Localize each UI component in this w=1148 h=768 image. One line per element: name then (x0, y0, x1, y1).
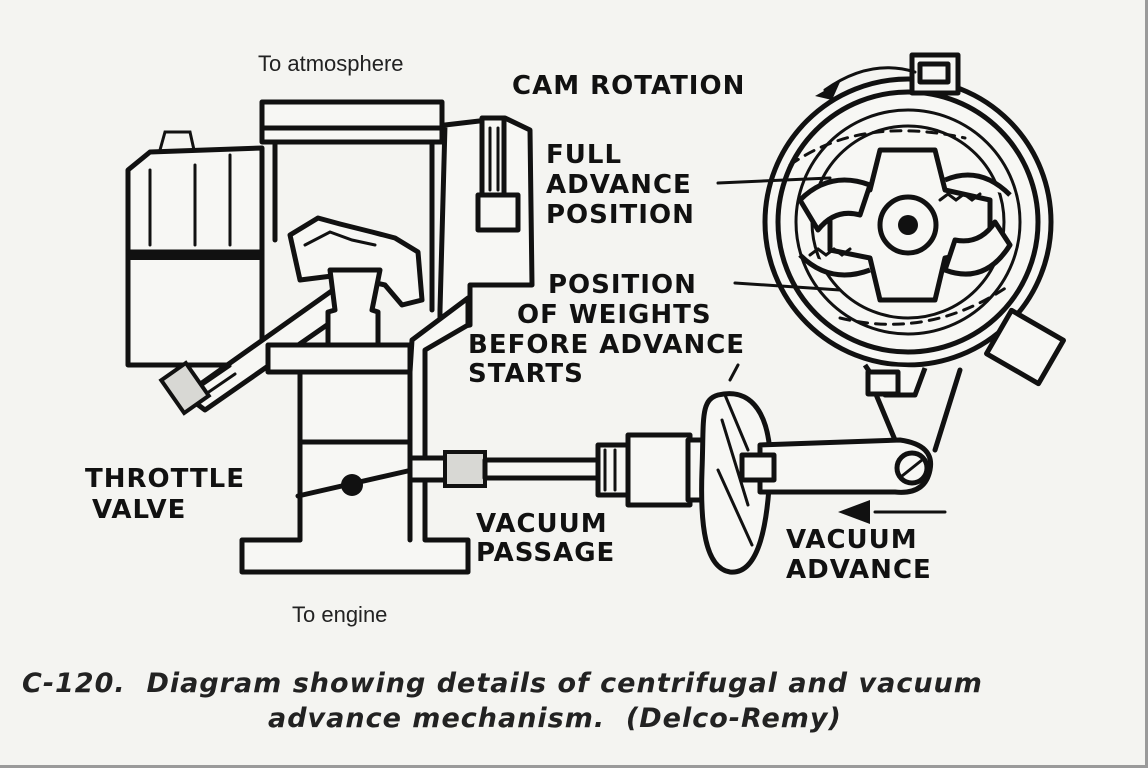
caption-line2: advance mechanism. (Delco-Remy) (268, 703, 842, 734)
weights-label-line4: STARTS (468, 359, 584, 389)
full-advance-label-line3: POSITION (546, 200, 695, 230)
throttle-valve-label-line1: THROTTLE (85, 464, 245, 494)
weights-label-line3: BEFORE ADVANCE (468, 330, 745, 360)
weights-label-line1: POSITION (548, 270, 697, 300)
carburetor (125, 99, 535, 575)
weights-label-line2: OF WEIGHTS (517, 300, 712, 330)
vacuum-line (482, 432, 709, 508)
full-advance-label-line1: FULL (546, 140, 622, 170)
to-engine-label: To engine (292, 602, 387, 627)
distributor (762, 52, 1066, 398)
vacuum-passage-label-line2: PASSAGE (476, 538, 615, 568)
caption-line1: C-120. Diagram showing details of centri… (22, 668, 983, 699)
cam-rotation-label: CAM ROTATION (512, 71, 745, 101)
vacuum-advance-unit (699, 363, 963, 575)
to-atmosphere-label: To atmosphere (258, 51, 404, 76)
full-advance-label-line2: ADVANCE (546, 170, 692, 200)
leader-lines (716, 66, 947, 524)
vacuum-advance-label-line1: VACUUM (786, 525, 918, 555)
vacuum-advance-label-line2: ADVANCE (786, 555, 932, 585)
vacuum-passage-label-line1: VACUUM (476, 509, 608, 539)
throttle-valve-label-line2: VALVE (92, 495, 186, 525)
